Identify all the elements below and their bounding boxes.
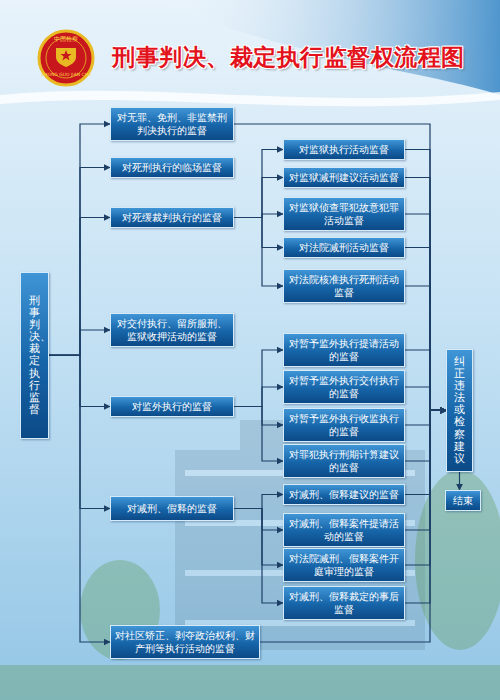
box-text: 纠正违法或检察建议 bbox=[454, 356, 465, 465]
flow-connector bbox=[405, 248, 446, 411]
box-text: 对监狱执行活动监督 bbox=[288, 143, 400, 156]
box-text: 对减刑、假释裁定的事后监督 bbox=[288, 590, 400, 616]
flow-connector bbox=[405, 410, 446, 603]
flow-connector bbox=[405, 178, 446, 411]
box-text: 对交付执行、留所服刑、监狱收押活动的监督 bbox=[115, 317, 229, 343]
flow-connector bbox=[234, 124, 446, 410]
flow-connector bbox=[49, 330, 110, 355]
poster-title: 刑事判决、裁定执行监督权流程图 bbox=[112, 42, 465, 73]
process-box: 对社区矫正、剥夺政治权利、财产刑等执行活动的监督 bbox=[110, 625, 260, 659]
flow-connector bbox=[49, 355, 110, 642]
flow-connector bbox=[260, 410, 446, 642]
box-text: 对法院减刑活动监督 bbox=[288, 241, 400, 254]
flow-connector bbox=[234, 407, 283, 426]
flow-connector bbox=[459, 472, 460, 490]
box-text: 结束 bbox=[448, 494, 478, 507]
process-box: 对罪犯执行刑期计算建议的监督 bbox=[283, 444, 405, 478]
flow-connector bbox=[405, 387, 446, 410]
process-box: 对交付执行、留所服刑、监狱收押活动的监督 bbox=[110, 313, 234, 347]
emblem-text: 中国检察 bbox=[46, 36, 86, 42]
box-text: 对暂予监外执行收监执行的监督 bbox=[288, 412, 400, 438]
flow-connector bbox=[405, 410, 446, 461]
process-box: 结束 bbox=[445, 490, 481, 511]
box-text: 对监外执行的监督 bbox=[115, 400, 229, 413]
process-box: 对减刑、假释裁定的事后监督 bbox=[283, 586, 405, 620]
box-text: 对减刑、假释建议的监督 bbox=[288, 488, 400, 501]
flow-connector bbox=[234, 387, 283, 407]
box-text: 对罪犯执行刑期计算建议的监督 bbox=[288, 448, 400, 474]
box-text: 对暂予监外执行交付执行的监督 bbox=[288, 374, 400, 400]
tree bbox=[415, 470, 500, 650]
flow-connector bbox=[234, 150, 283, 218]
flow-connector bbox=[49, 218, 110, 356]
emblem-shield bbox=[56, 48, 76, 67]
flow-connector bbox=[234, 495, 283, 509]
flow-connector bbox=[405, 410, 446, 494]
vertical-band: 纠正违法或检察建议 bbox=[446, 349, 473, 472]
box-text: 对死刑执行的临场监督 bbox=[115, 161, 229, 174]
box-text: 对无罪、免刑、非监禁刑判决执行的监督 bbox=[115, 111, 229, 137]
process-box: 对法院减刑、假释案件开庭审理的监督 bbox=[283, 548, 405, 582]
building-illustration bbox=[175, 420, 425, 650]
box-text: 对社区矫正、剥夺政治权利、财产刑等执行活动的监督 bbox=[115, 629, 255, 655]
box-text: 对法院核准执行死刑活动监督 bbox=[288, 273, 400, 299]
box-text: 对监狱减刑建议活动监督 bbox=[288, 171, 400, 184]
box-text: 对暂予监外执行提请活动的监督 bbox=[288, 337, 400, 363]
flow-connector bbox=[234, 509, 283, 566]
process-box: 对减刑、假释案件提请活动的监督 bbox=[283, 513, 405, 547]
flow-connector bbox=[49, 124, 110, 355]
process-box: 对监狱侦查罪犯故意犯罪活动监督 bbox=[283, 197, 405, 231]
emblem-ring bbox=[39, 31, 93, 85]
flow-connector bbox=[405, 410, 446, 565]
flow-connector bbox=[234, 218, 283, 248]
flow-connector bbox=[234, 509, 283, 604]
flow-connector bbox=[234, 407, 283, 462]
process-box: 对减刑、假释的监督 bbox=[110, 496, 234, 521]
process-box: 对暂予监外执行收监执行的监督 bbox=[283, 408, 405, 442]
building bbox=[175, 450, 425, 650]
box-text: 对死缓裁判执行的监督 bbox=[115, 211, 229, 224]
process-box: 对暂予监外执行交付执行的监督 bbox=[283, 370, 405, 404]
process-box: 对监狱减刑建议活动监督 bbox=[283, 167, 405, 188]
process-box: 对暂予监外执行提请活动的监督 bbox=[283, 333, 405, 367]
process-box: 对无罪、免刑、非监禁刑判决执行的监督 bbox=[110, 107, 234, 141]
process-box: 对法院减刑活动监督 bbox=[283, 237, 405, 258]
emblem-inner-ring bbox=[46, 38, 86, 78]
swoosh bbox=[0, 91, 500, 107]
flow-connector bbox=[49, 168, 110, 356]
process-box: 对死缓裁判执行的监督 bbox=[110, 207, 234, 228]
box-text: 对监狱侦查罪犯故意犯罪活动监督 bbox=[288, 201, 400, 227]
flow-connector bbox=[405, 350, 446, 410]
emblem-text: ZHONG GUO JIAN CHA bbox=[41, 73, 91, 78]
box-text: 刑事判决、裁定执行监督 bbox=[29, 295, 40, 416]
flow-connector bbox=[405, 150, 446, 411]
flow-connector bbox=[234, 350, 283, 407]
process-box: 对监外执行的监督 bbox=[110, 396, 234, 417]
box-text: 对减刑、假释的监督 bbox=[115, 502, 229, 515]
lawn bbox=[0, 665, 500, 700]
box-text: 对法院减刑、假释案件开庭审理的监督 bbox=[288, 552, 400, 578]
flow-connector bbox=[234, 509, 283, 531]
vertical-band: 刑事判决、裁定执行监督 bbox=[20, 272, 49, 439]
process-box: 对减刑、假释建议的监督 bbox=[283, 484, 405, 505]
flow-connector bbox=[405, 410, 446, 425]
flow-connector bbox=[405, 286, 446, 410]
flow-connector bbox=[234, 178, 283, 218]
flow-connector bbox=[234, 218, 283, 287]
flow-connector bbox=[405, 214, 446, 410]
procuratorate-emblem bbox=[39, 31, 93, 85]
emblem-star bbox=[61, 50, 72, 61]
process-box: 对法院核准执行死刑活动监督 bbox=[283, 269, 405, 303]
box-text: 对减刑、假释案件提请活动的监督 bbox=[288, 517, 400, 543]
process-box: 对死刑执行的临场监督 bbox=[110, 157, 234, 178]
process-box: 对监狱执行活动监督 bbox=[283, 139, 405, 160]
flow-connector bbox=[405, 410, 446, 530]
tree-illustration bbox=[80, 470, 500, 660]
